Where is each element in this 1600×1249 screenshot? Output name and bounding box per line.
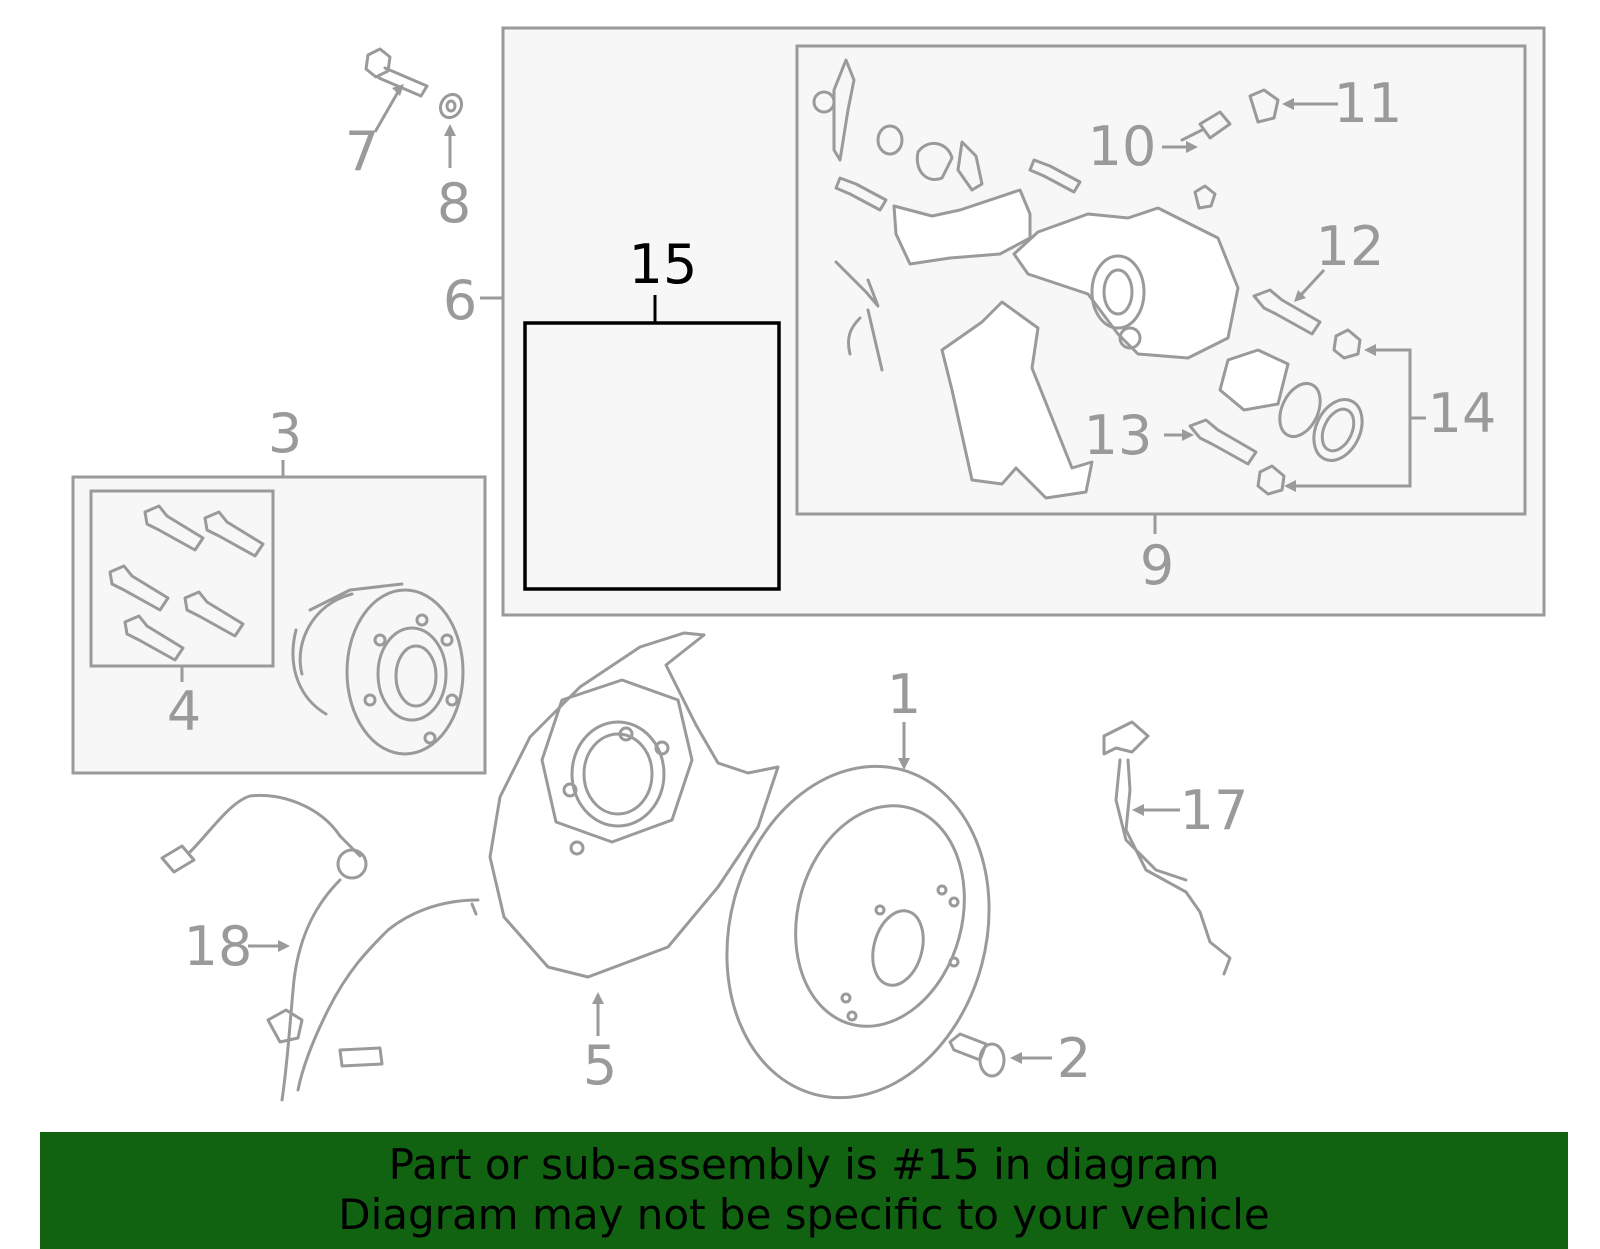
wheel-studs-icon [108, 504, 265, 662]
callout-15: 15 [629, 233, 698, 296]
callout-14: 14 [1428, 382, 1497, 445]
footer-banner: Part or sub-assembly is #15 in diagram D… [40, 1132, 1568, 1249]
callout-3: 3 [268, 402, 302, 465]
callout-6: 6 [443, 269, 477, 332]
callout-4: 4 [167, 680, 201, 743]
callout-8: 8 [437, 172, 471, 235]
screw-2-icon [948, 1032, 1006, 1078]
callout-13: 13 [1084, 404, 1153, 467]
part-15-box [523, 321, 781, 591]
hub-bearing-icon [291, 582, 465, 756]
caliper-assembly-icon [812, 58, 1364, 500]
callout-1: 1 [887, 663, 921, 726]
callout-12: 12 [1316, 215, 1385, 278]
callout-18: 18 [184, 915, 253, 978]
callout-10: 10 [1088, 115, 1157, 178]
bolt-7-icon [364, 47, 429, 133]
footer-line-2: Diagram may not be specific to your vehi… [338, 1190, 1270, 1239]
callout-11: 11 [1334, 72, 1403, 135]
callout-7: 7 [345, 120, 379, 183]
footer-line-1: Part or sub-assembly is #15 in diagram [388, 1140, 1220, 1189]
assembly-4-frame [89, 489, 275, 668]
callout-9: 9 [1140, 534, 1174, 597]
callout-2: 2 [1057, 1027, 1091, 1090]
wheel-speed-sensor-icon [160, 793, 480, 1102]
callout-17: 17 [1180, 779, 1249, 842]
brake-hose-17-icon [1102, 720, 1232, 976]
washer-8-icon [438, 92, 464, 168]
brake-rotor-icon [725, 764, 991, 1100]
dust-shield-icon [488, 631, 780, 979]
callout-5: 5 [583, 1034, 617, 1097]
